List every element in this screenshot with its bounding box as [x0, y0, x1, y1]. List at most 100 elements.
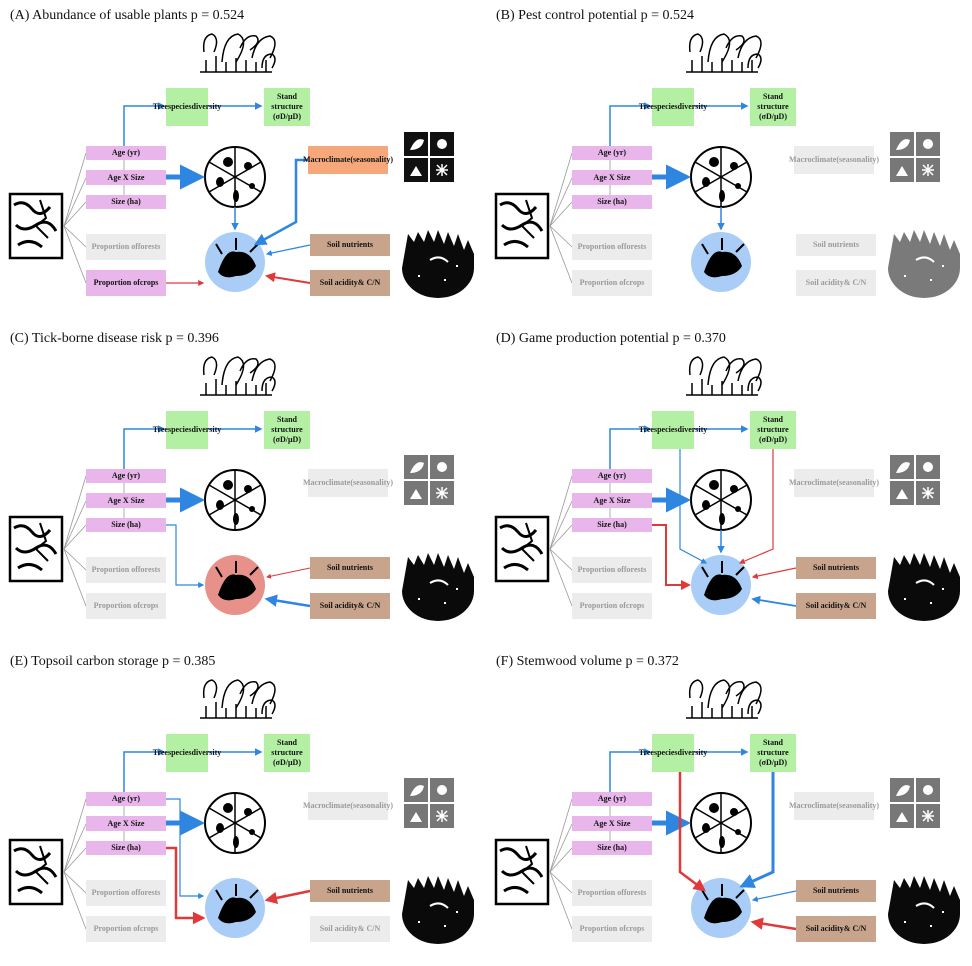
soil-acidity-line: Soil acidity — [319, 601, 358, 610]
macroclimate-line: (seasonality) — [350, 801, 394, 810]
tree-species-diversity-line: species — [653, 102, 678, 111]
stand-structure-line: structure — [757, 748, 789, 757]
size-line: Size (ha) — [111, 843, 141, 852]
stand-structure-formula: (σD/μD) — [759, 112, 787, 121]
stand-structure-line: Stand — [762, 738, 783, 747]
stand-structure-formula: (σD/μD) — [273, 435, 301, 444]
proportion-crops-line: Proportion of — [93, 601, 140, 610]
macroclimate-line: (seasonality) — [836, 478, 880, 487]
size-box: Size (ha) — [572, 195, 652, 209]
arrow-soil-nutrients-to-target — [264, 889, 311, 905]
proportion-forests-line: forests — [137, 888, 161, 897]
landscape-map-icon — [494, 515, 550, 583]
proportion-forests-line: Proportion of — [91, 242, 138, 251]
arrow-stand-structure-to-target — [739, 772, 775, 888]
age-box: Age (yr) — [572, 146, 652, 160]
tree-species-diversity-line: Tree — [638, 425, 654, 434]
understory-fungi-icon — [686, 356, 762, 396]
age-line: Age (yr) — [111, 148, 141, 157]
hunter-icon — [691, 555, 751, 615]
soil-icon — [402, 553, 474, 621]
soil-nutrients-box: Soil nutrients — [796, 880, 876, 902]
macroclimate-box: Macroclimate(seasonality) — [303, 146, 393, 174]
soil-nutrients-line: Soil nutrients — [326, 886, 373, 895]
soil-acidity-box: Soil acidity& C/N — [796, 593, 876, 619]
panel-title: (A) Abundance of usable plants p = 0.524 — [10, 8, 245, 23]
size-box: Size (ha) — [86, 518, 166, 532]
proportion-forests-line: Proportion of — [577, 888, 624, 897]
macroclimate-box: Macroclimate(seasonality) — [789, 792, 879, 820]
macroclimate-line: (seasonality) — [836, 801, 880, 810]
tree-species-diversity-line: diversity — [677, 102, 708, 111]
size-line: Size (ha) — [111, 197, 141, 206]
seasons-icon — [404, 132, 454, 182]
panel-graphics — [8, 356, 474, 621]
tree-species-diversity-line: diversity — [191, 425, 222, 434]
stand-structure-line: Stand — [276, 415, 297, 424]
age-line: Age (yr) — [597, 148, 627, 157]
soil-acidity-line: Soil acidity — [319, 278, 358, 287]
size-line: Size (ha) — [597, 197, 627, 206]
proportion-forests-line: forests — [137, 565, 161, 574]
arrow-age-to-tree-diversity — [123, 102, 166, 146]
soil-icon — [402, 876, 474, 944]
panel-title: (F) Stemwood volume p = 0.372 — [496, 654, 679, 669]
soil-nutrients-box: Soil nutrients — [310, 234, 390, 256]
age-box: Age (yr) — [572, 792, 652, 806]
size-box: Size (ha) — [86, 195, 166, 209]
proportion-crops-line: crops — [139, 924, 159, 933]
arrow-macroclimate-to-target — [253, 158, 308, 246]
soil-nutrients-box: Soil nutrients — [310, 557, 390, 579]
tree-species-diversity-line: species — [653, 425, 678, 434]
macroclimate-line: (seasonality) — [350, 155, 394, 164]
tick-biohazard-icon — [205, 555, 265, 615]
tree-species-diversity-line: Tree — [152, 748, 168, 757]
understory-fungi-icon — [686, 679, 762, 719]
age-x-size-box: Age X Size — [572, 816, 652, 831]
arrow-stand-structure-to-target — [738, 449, 774, 564]
proportion-crops-line: Proportion of — [93, 278, 140, 287]
panel-graphics — [494, 33, 960, 298]
soil-acidity-box: Soil acidity& C/N — [310, 593, 390, 619]
arrow-age-to-target — [166, 798, 205, 899]
soil-acidity-line: & C/N — [843, 278, 867, 287]
macroclimate-box: Macroclimate(seasonality) — [303, 469, 393, 497]
tree-species-diversity-line: Tree — [638, 748, 654, 757]
arrow-tree-diversity-to-target — [679, 449, 708, 564]
soil-nutrients-box: Soil nutrients — [796, 557, 876, 579]
understory-fungi-icon — [200, 356, 276, 396]
proportion-crops-line: Proportion of — [579, 924, 626, 933]
seasons-icon — [890, 778, 940, 828]
soil-acidity-line: Soil acidity — [805, 278, 844, 287]
stand-structure-line: structure — [271, 748, 303, 757]
size-box: Size (ha) — [86, 841, 166, 855]
soil-acidity-line: & C/N — [357, 601, 381, 610]
age-x-size-line: Age X Size — [593, 818, 631, 828]
macroclimate-line: (seasonality) — [350, 478, 394, 487]
arrow-soil-acidity-to-target — [264, 594, 311, 608]
age-x-size-line: Age X Size — [593, 495, 631, 505]
tree-species-diversity-line: species — [167, 102, 192, 111]
soil-icon — [888, 553, 960, 621]
soil-acidity-line: Soil acidity — [805, 924, 844, 933]
panel-title: (E) Topsoil carbon storage p = 0.385 — [10, 654, 216, 669]
tree-species-diversity-line: species — [167, 425, 192, 434]
soil-acidity-line: & C/N — [357, 924, 381, 933]
tree-species-diversity-line: Tree — [638, 102, 654, 111]
stand-structure-formula: (σD/μD) — [759, 758, 787, 767]
seasons-icon — [404, 778, 454, 828]
proportion-crops-line: Proportion of — [579, 601, 626, 610]
